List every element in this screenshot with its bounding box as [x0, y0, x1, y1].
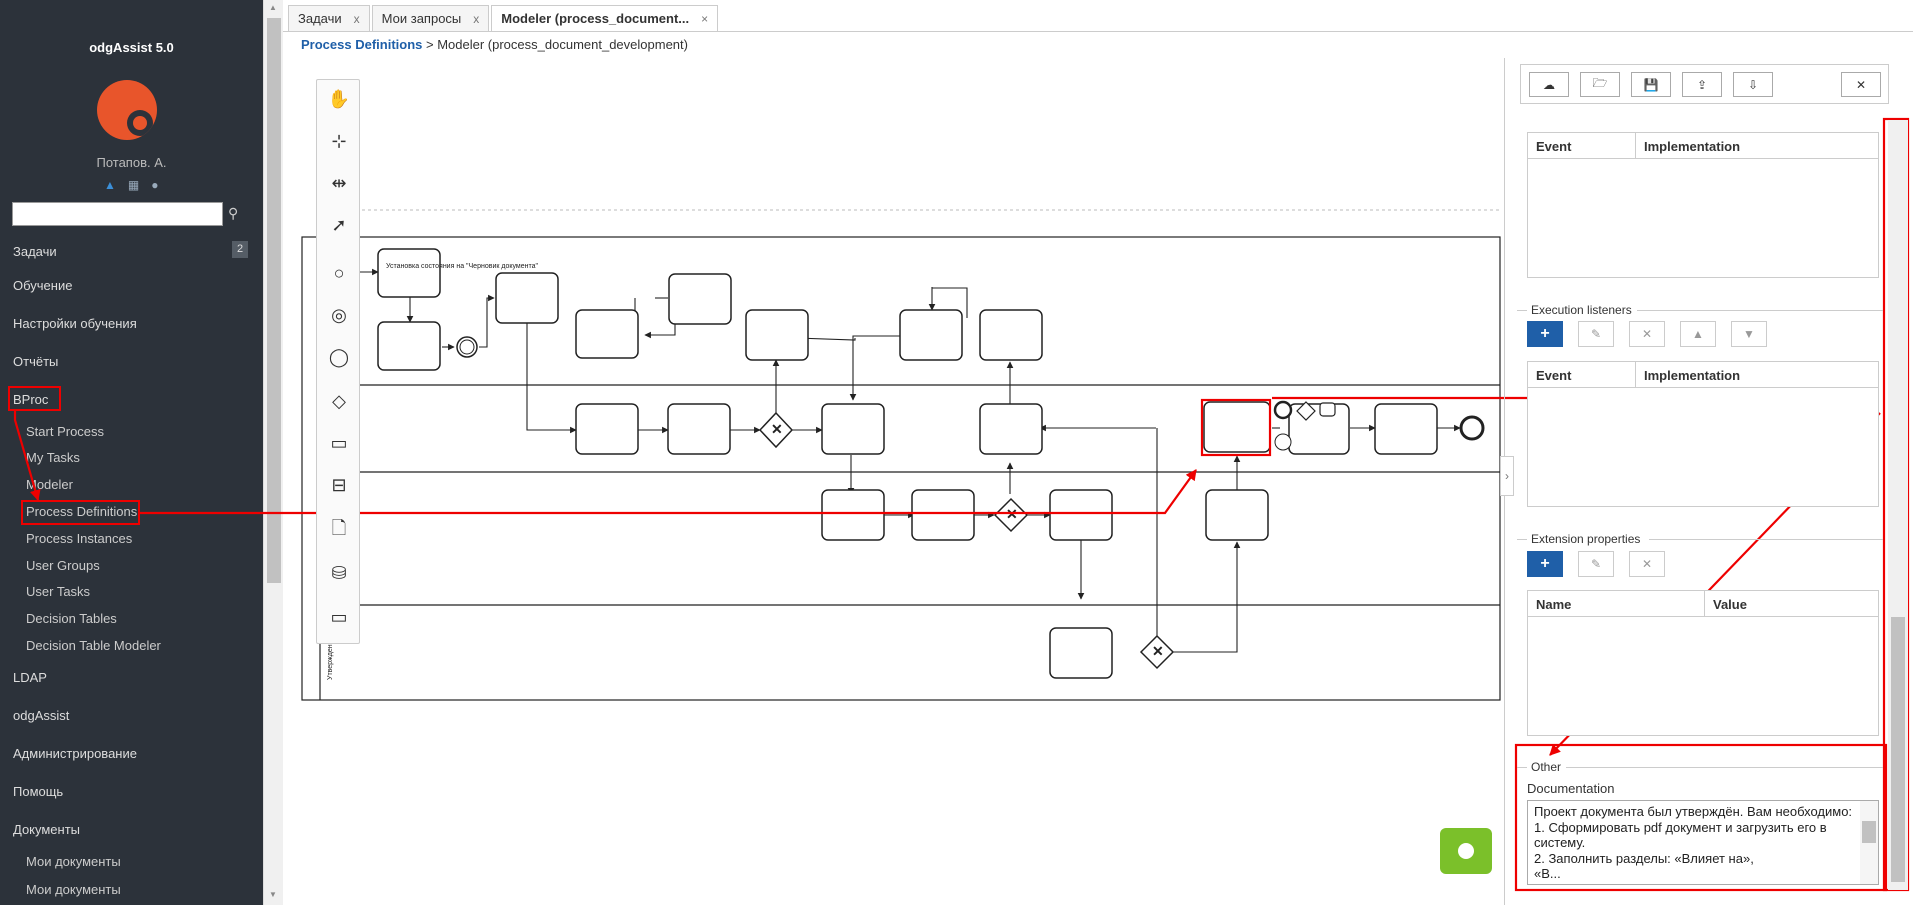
nav-sub-process-instances[interactable]: Process Instances — [26, 531, 133, 546]
close-icon[interactable]: x — [473, 11, 480, 26]
palette: ✋ ⊹ ⇹ ➚ ○ ◎ ◯ ◇ ▭ ⊟ 🗋 ⛁ ▭ — [316, 79, 360, 644]
hand-tool-icon[interactable]: ✋ — [327, 88, 351, 109]
nav-sub-my-docs-2[interactable]: Мои документы — [26, 882, 121, 897]
highlight-bproc — [8, 386, 61, 411]
delete-property-button[interactable]: ✕ — [1629, 551, 1665, 577]
extension-properties-title: Extension properties — [1531, 532, 1641, 546]
task-nodes: Установка состояния на "Черновик докумен… — [377, 248, 1438, 679]
nav-item-documents[interactable]: Документы — [13, 822, 81, 837]
pool-icon[interactable]: ▭ — [330, 606, 348, 627]
nav-item-odgassist[interactable]: odgAssist — [13, 708, 70, 723]
nav-item-help[interactable]: Помощь — [13, 784, 64, 799]
nav-item-training[interactable]: Обучение — [13, 278, 73, 293]
nav-item-ldap[interactable]: LDAP — [13, 670, 47, 685]
grid-icon[interactable]: ▦ — [127, 178, 140, 192]
avatar[interactable] — [97, 80, 157, 140]
folder-open-icon[interactable]: 🗁 — [1580, 72, 1620, 97]
subprocess-icon[interactable]: ⊟ — [331, 474, 347, 495]
nav-sub-decision-tables[interactable]: Decision Tables — [26, 611, 117, 626]
collapse-panel-icon[interactable]: › — [1500, 456, 1514, 496]
nav-sub-start-process[interactable]: Start Process — [26, 424, 105, 439]
save-icon[interactable]: 💾 — [1631, 72, 1671, 97]
cloud-upload-icon[interactable]: ☁ — [1529, 72, 1569, 97]
user-icon[interactable]: ● — [151, 178, 159, 192]
intermediate-event-icon[interactable]: ◎ — [331, 304, 347, 325]
highlight-process-definitions — [21, 500, 140, 525]
nav-item-tasks[interactable]: Задачи — [13, 244, 57, 259]
data-object-icon[interactable]: 🗋 — [331, 518, 347, 538]
sidebar: odgAssist 5.0 Потапов. А. ▲ ▦ ● ⚲ Задачи… — [0, 0, 263, 905]
delete-listener-button[interactable]: ✕ — [1629, 321, 1665, 347]
download-icon[interactable]: ⇩ — [1733, 72, 1773, 97]
svg-text:Установка состояния на "Чернов: Установка состояния на "Черновик докумен… — [386, 263, 538, 270]
nav-sub-decision-table-modeler[interactable]: Decision Table Modeler — [26, 638, 161, 653]
nav-item-reports[interactable]: Отчёты — [13, 354, 59, 369]
breadcrumb: Process Definitions > Modeler (process_d… — [301, 37, 688, 52]
tasks-badge: 2 — [232, 241, 248, 258]
move-up-button[interactable]: ▲ — [1680, 321, 1716, 347]
connect-tool-icon[interactable]: ➚ — [331, 214, 347, 235]
data-store-icon[interactable]: ⛁ — [331, 562, 347, 583]
user-name: Потапов. А. — [96, 155, 167, 170]
svg-text:✕: ✕ — [1006, 506, 1018, 522]
search-icon[interactable]: ⚲ — [228, 205, 239, 221]
breadcrumb-link[interactable]: Process Definitions — [301, 37, 423, 52]
svg-text:✕: ✕ — [771, 421, 783, 437]
move-down-button[interactable]: ▼ — [1731, 321, 1767, 347]
svg-text:✕: ✕ — [1152, 643, 1164, 659]
other-title: Other — [1531, 760, 1562, 774]
breadcrumb-current: Modeler (process_document_development) — [437, 37, 688, 52]
gateway-icon[interactable]: ◇ — [332, 390, 346, 411]
add-listener-button[interactable]: + — [1527, 321, 1563, 347]
space-tool-icon[interactable]: ⇹ — [331, 172, 347, 193]
documentation-textarea[interactable]: Проект документа был утверждён. Вам необ… — [1527, 800, 1879, 885]
execution-listeners-title: Execution listeners — [1531, 303, 1632, 317]
nav-item-training-settings[interactable]: Настройки обучения — [13, 316, 137, 331]
panel-toolbar: ☁ 🗁 💾 ⇪ ⇩ ✕ — [1520, 64, 1889, 104]
search-input[interactable] — [12, 202, 223, 226]
panel-scrollbar[interactable] — [1888, 120, 1908, 890]
export-icon[interactable]: ⇪ — [1682, 72, 1722, 97]
close-icon[interactable]: × — [701, 11, 709, 26]
close-icon[interactable]: ✕ — [1841, 72, 1881, 97]
nav-item-admin[interactable]: Администрирование — [13, 746, 137, 761]
sidebar-scrollbar[interactable]: ▲▼ — [263, 0, 283, 905]
end-event-icon[interactable]: ◯ — [328, 346, 350, 367]
pool — [301, 236, 1501, 701]
edit-property-button[interactable]: ✎ — [1578, 551, 1614, 577]
nav-sub-user-tasks[interactable]: User Tasks — [26, 584, 91, 599]
nav-sub-process-definitions[interactable]: Process Definitions — [26, 504, 138, 519]
tab-modeler[interactable]: Modeler (process_document...× — [491, 5, 719, 31]
nav-sub-my-tasks[interactable]: My Tasks — [26, 450, 80, 465]
nav-sub-user-groups[interactable]: User Groups — [26, 558, 100, 573]
nav-sub-my-docs-1[interactable]: Мои документы — [26, 854, 121, 869]
app-title: odgAssist 5.0 — [89, 40, 174, 55]
start-event-icon[interactable]: ○ — [333, 262, 345, 283]
close-icon[interactable]: x — [353, 11, 360, 26]
nav-sub-modeler[interactable]: Modeler — [26, 477, 73, 492]
edit-listener-button[interactable]: ✎ — [1578, 321, 1614, 347]
lasso-tool-icon[interactable]: ⊹ — [331, 130, 347, 151]
documentation-label: Documentation — [1527, 781, 1615, 796]
task-icon[interactable]: ▭ — [330, 432, 348, 453]
nav-item-bproc[interactable]: BProc — [13, 392, 49, 407]
highlight-task — [1200, 398, 1272, 457]
doc-scrollbar[interactable] — [1860, 801, 1878, 884]
add-property-button[interactable]: + — [1527, 551, 1563, 577]
warning-icon[interactable]: ▲ — [104, 178, 116, 192]
